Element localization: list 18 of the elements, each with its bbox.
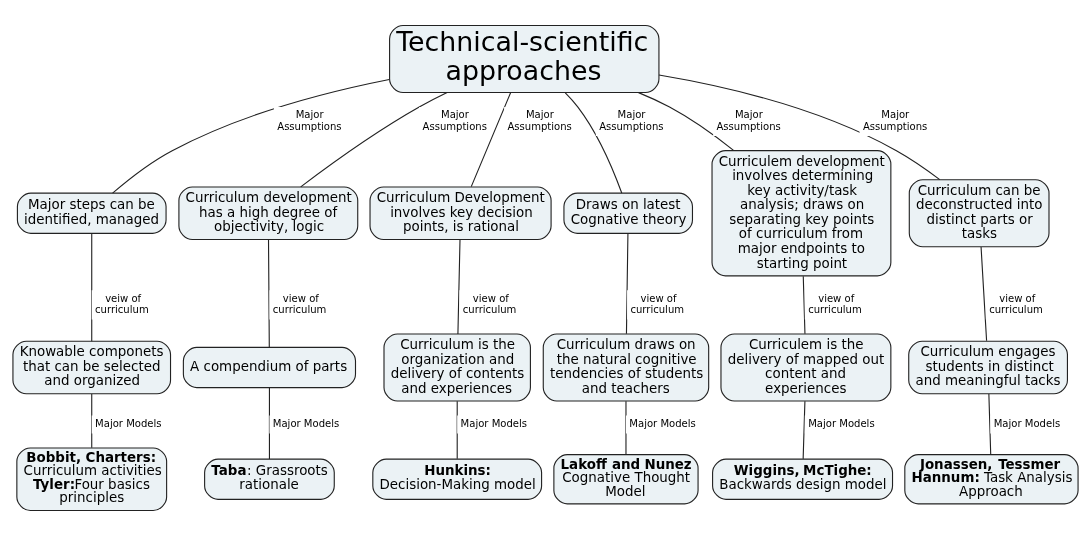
edge-label: Major Assumptions bbox=[716, 109, 781, 132]
edge-label: Major Assumptions bbox=[507, 109, 572, 132]
edge-label: view of curriculum bbox=[462, 292, 517, 315]
edge-label: Major Models bbox=[460, 417, 528, 429]
edge-label: Major Models bbox=[808, 417, 875, 429]
edge-label: view of curriculum bbox=[630, 292, 685, 315]
edge-label: Major Assumptions bbox=[422, 109, 487, 132]
edge-label: Major Assumptions bbox=[599, 109, 664, 132]
edge-label: view of curriculum bbox=[272, 292, 327, 315]
edge-label: view of curriculum bbox=[989, 292, 1043, 315]
edge-label: Major Assumptions bbox=[862, 109, 928, 132]
edge-label: Major Models bbox=[95, 417, 162, 429]
edge-label: view of curriculum bbox=[808, 292, 862, 315]
edge-label: Major Models bbox=[993, 417, 1061, 429]
edge-label: Major Models bbox=[272, 417, 340, 429]
edge-label: Major Assumptions bbox=[277, 109, 342, 132]
edge-label: Major Models bbox=[629, 417, 696, 429]
edge-label: veiw of curriculum bbox=[95, 292, 149, 315]
